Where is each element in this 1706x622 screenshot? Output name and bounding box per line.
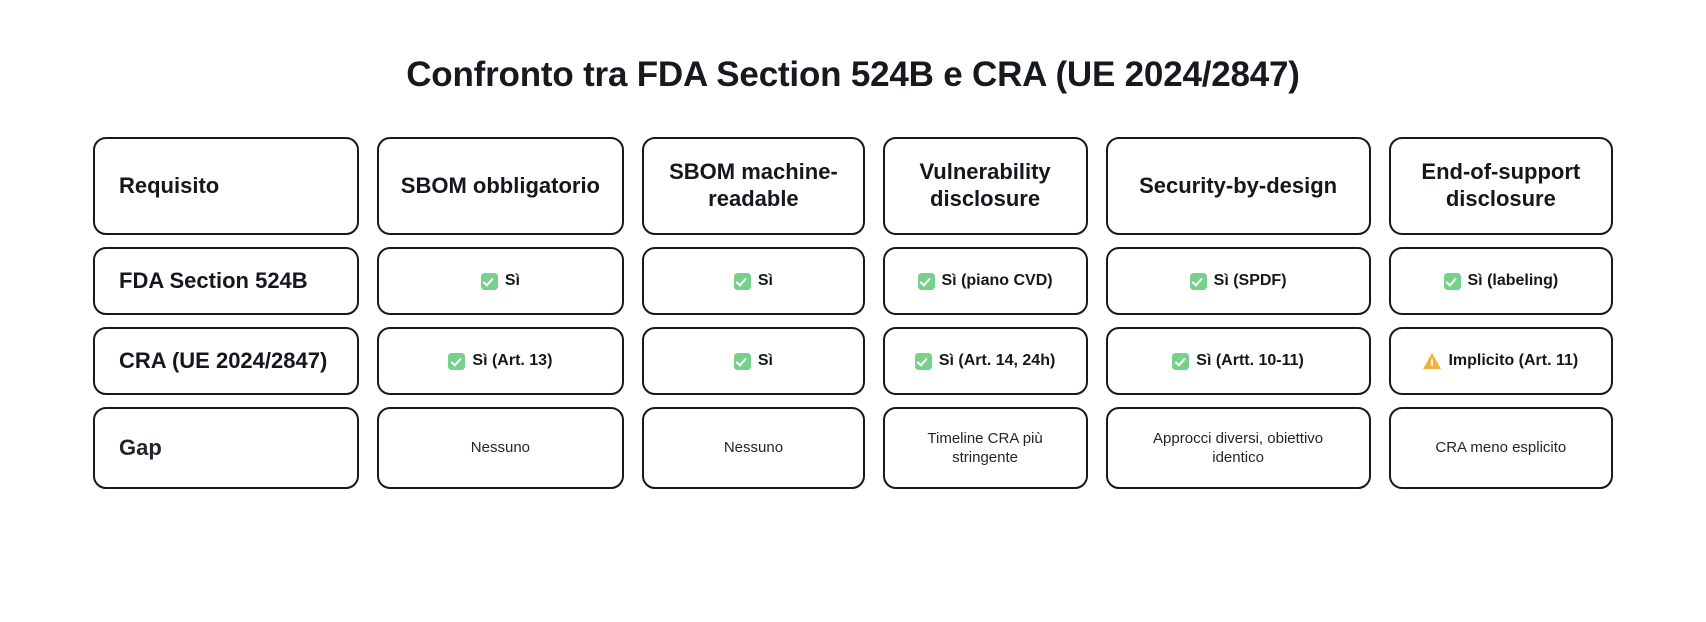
cell-value: Sì [757, 272, 773, 289]
cell-fda-security-by-design: Sì (SPDF) [1105, 247, 1371, 315]
column-header-sbom-obbligatorio: SBOM obbligatorio [376, 137, 625, 235]
cell-value: Sì (piano CVD) [941, 272, 1053, 289]
cell-fda-sbom-obbligatorio: Sì [376, 247, 625, 315]
cell-value: Implicito (Art. 11) [1448, 352, 1579, 369]
cell-value: Sì (Art. 13) [472, 352, 553, 369]
check-icon [1189, 272, 1207, 290]
cell-fda-sbom-machine-readable: Sì [642, 247, 865, 315]
cell-fda-vulnerability-disclosure: Sì (piano CVD) [882, 247, 1088, 315]
row-label-text: CRA (UE 2024/2847) [119, 348, 328, 373]
cell-fda-end-of-support-disclosure: Sì (labeling) [1388, 247, 1613, 315]
cell-value: Sì [757, 352, 773, 369]
column-header-label: End-of-support disclosure [1421, 159, 1581, 211]
check-icon [914, 352, 932, 370]
page-title: Confronto tra FDA Section 524B e CRA (UE… [406, 55, 1300, 94]
cell-gap-security-by-design: Approcci diversi, obiettivo identico [1105, 407, 1371, 489]
cell-value: CRA meno esplicito [1435, 439, 1567, 457]
check-icon [448, 352, 466, 370]
cell-value: Sì (Art. 14, 24h) [938, 352, 1056, 369]
check-icon [917, 272, 935, 290]
column-header-sbom-machine-readable: SBOM machine-readable [642, 137, 865, 235]
warning-icon [1423, 353, 1442, 369]
column-header-label: Requisito [119, 172, 220, 198]
cell-value: Sì (Artt. 10-11) [1196, 352, 1304, 369]
cell-cra-security-by-design: Sì (Artt. 10-11) [1105, 327, 1371, 395]
cell-cra-sbom-obbligatorio: Sì (Art. 13) [376, 327, 625, 395]
row-label-cra: CRA (UE 2024/2847) [93, 327, 359, 395]
check-icon [1172, 352, 1190, 370]
column-header-security-by-design: Security-by-design [1105, 137, 1371, 235]
cell-gap-vulnerability-disclosure: Timeline CRA più stringente [882, 407, 1088, 489]
cell-cra-sbom-machine-readable: Sì [642, 327, 865, 395]
cell-value: Nessuno [723, 439, 784, 457]
cell-cra-vulnerability-disclosure: Sì (Art. 14, 24h) [882, 327, 1088, 395]
check-icon [733, 352, 751, 370]
cell-value: Nessuno [470, 439, 530, 457]
row-label-text: FDA Section 524B [119, 268, 308, 293]
cell-value: Sì [504, 272, 520, 289]
cell-value: Sì (labeling) [1467, 272, 1559, 289]
check-icon [1443, 272, 1461, 290]
column-header-vulnerability-disclosure: Vulnerability disclosure [882, 137, 1088, 235]
column-header-label: SBOM machine-readable [669, 159, 838, 211]
column-header-requisito: Requisito [93, 137, 359, 235]
cell-cra-end-of-support-disclosure: Implicito (Art. 11) [1388, 327, 1613, 395]
table-row-cra-ue-2024-2847: CRA (UE 2024/2847) Sì (Art. 13) Sì Sì (A… [93, 327, 1613, 395]
table-row-fda-section-524b: FDA Section 524B Sì Sì Sì (piano CVD) [93, 247, 1613, 315]
column-header-label: Security-by-design [1139, 172, 1338, 198]
check-icon [733, 272, 751, 290]
check-icon [480, 272, 498, 290]
row-label-fda: FDA Section 524B [93, 247, 359, 315]
cell-value: Approcci diversi, obiettivo identico [1153, 429, 1324, 467]
table-row-gap: Gap Nessuno Nessuno Timeline CRA più str… [93, 407, 1613, 489]
column-header-label: Vulnerability disclosure [919, 159, 1051, 211]
row-label-gap: Gap [93, 407, 359, 489]
comparison-table: Requisito SBOM obbligatorio SBOM machine… [93, 96, 1613, 489]
table-header-row: Requisito SBOM obbligatorio SBOM machine… [93, 137, 1613, 235]
cell-gap-sbom-obbligatorio: Nessuno [376, 407, 625, 489]
column-header-label: SBOM obbligatorio [400, 172, 600, 198]
cell-gap-end-of-support-disclosure: CRA meno esplicito [1388, 407, 1613, 489]
cell-gap-sbom-machine-readable: Nessuno [642, 407, 865, 489]
row-label-text: Gap [119, 434, 162, 460]
cell-value: Sì (SPDF) [1213, 272, 1287, 289]
column-header-end-of-support-disclosure: End-of-support disclosure [1388, 137, 1613, 235]
cell-value: Timeline CRA più stringente [927, 429, 1043, 467]
